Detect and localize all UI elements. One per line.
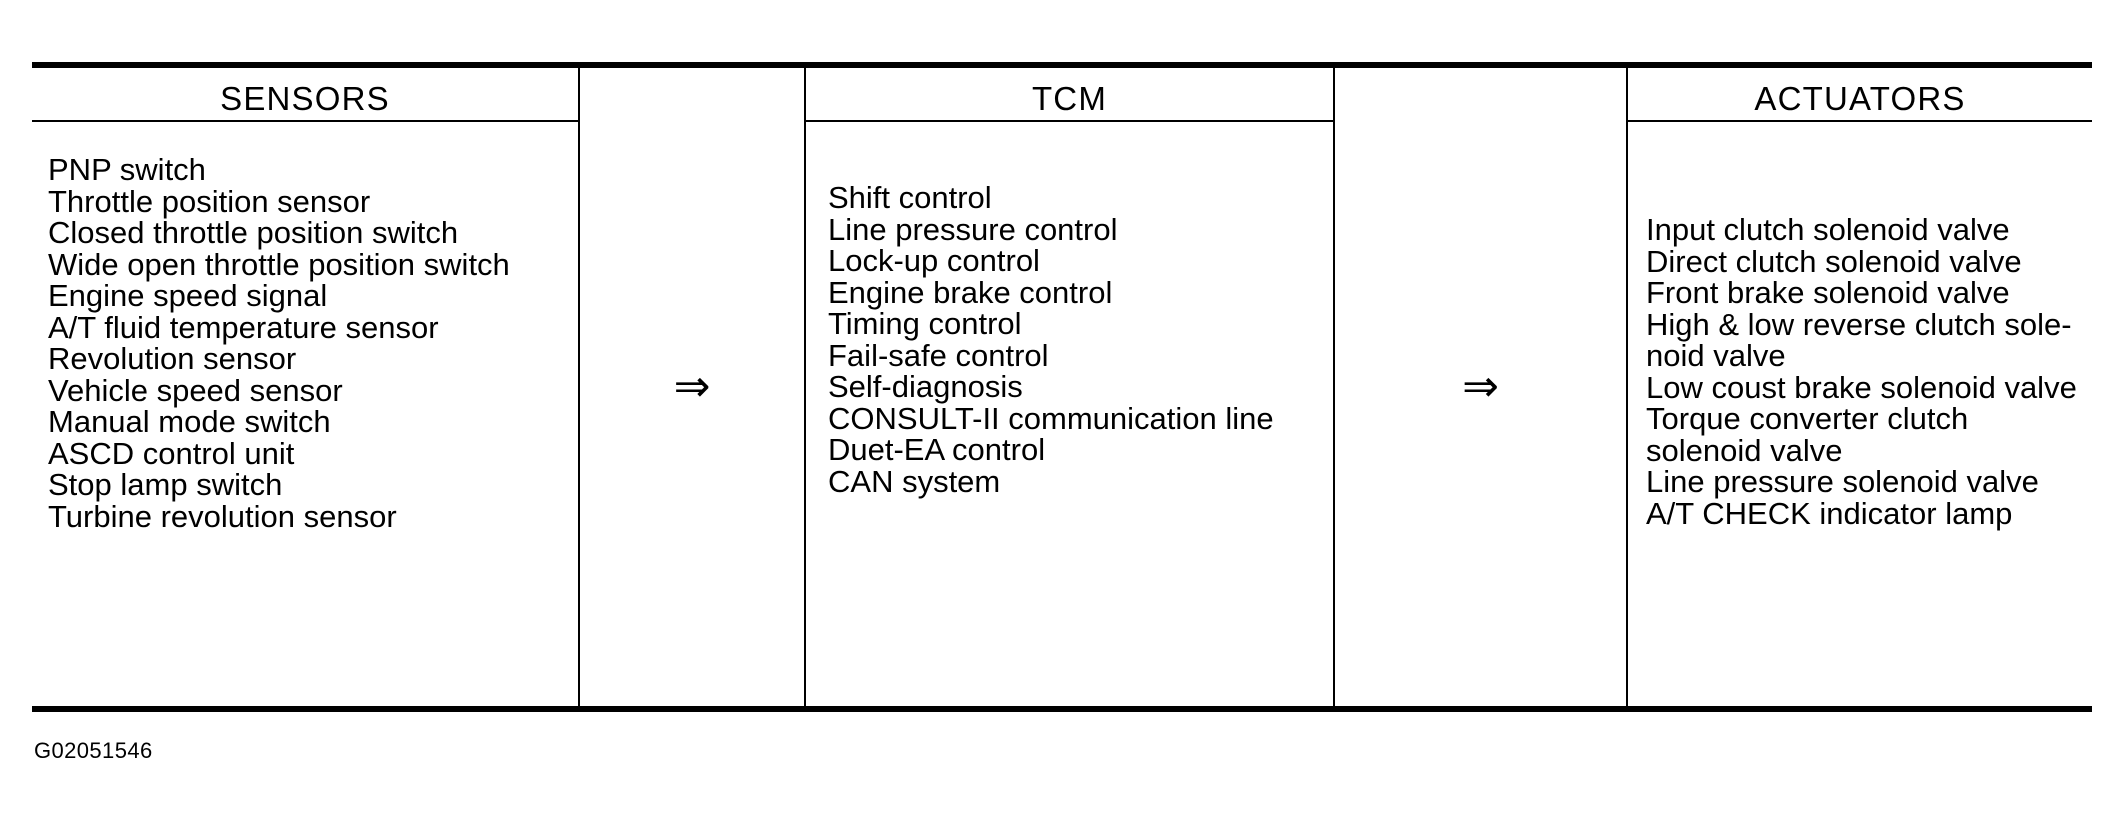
figure-caption: G02051546	[34, 738, 153, 763]
list-item: Fail-safe control	[828, 337, 1049, 373]
sensors-item-list: PNP switch Throttle position sensor Clos…	[32, 122, 578, 532]
list-item: PNP switch	[48, 152, 206, 187]
column-sensors: SENSORS PNP switch Throttle position sen…	[32, 68, 578, 706]
list-item: ASCD control unit	[48, 435, 295, 471]
list-item: Wide open throttle position switch	[48, 246, 510, 282]
flow-connector-sensors-to-tcm: ⇒	[580, 68, 804, 706]
list-item: Duet-EA control	[828, 432, 1046, 467]
table-bottom-border	[32, 706, 2092, 712]
flow-connector-tcm-to-actuators: ⇒	[1335, 68, 1626, 706]
arrow-cell-2: ⇒	[1335, 68, 1626, 706]
list-item: Input clutch solenoid valve	[1646, 212, 2010, 247]
list-item: CONSULT-II communication line	[828, 400, 1274, 436]
list-item: CAN system	[828, 463, 1001, 499]
list-item: Stop lamp switch	[48, 467, 283, 502]
table-top-border	[32, 62, 2092, 68]
list-item: Front brake solenoid valve	[1646, 275, 2010, 310]
list-item: A/T CHECK indicator lamp	[1646, 495, 2013, 531]
column-header-actuators: ACTUATORS	[1628, 68, 2092, 122]
list-item: Engine speed signal	[48, 278, 328, 313]
list-item: High & low reverse clutch sole-noid valv…	[1646, 306, 2072, 373]
list-item: Timing control	[828, 306, 1022, 341]
list-item: Revolution sensor	[48, 341, 297, 376]
list-item: Self-diagnosis	[828, 369, 1023, 404]
column-header-tcm: TCM	[806, 68, 1333, 122]
actuators-item-list: Input clutch solenoid valve Direct clutc…	[1628, 122, 2092, 529]
tcm-item-list: Shift control Line pressure control Lock…	[806, 122, 1333, 497]
list-item: Shift control	[828, 180, 992, 215]
list-item: Manual mode switch	[48, 404, 331, 439]
arrow-cell-1: ⇒	[580, 68, 804, 706]
column-header-tcm-label: TCM	[1031, 80, 1108, 117]
list-item: Vehicle speed sensor	[48, 372, 343, 408]
column-header-sensors: SENSORS	[32, 68, 578, 122]
list-item: Throttle position sensor	[48, 183, 371, 219]
rightwards-double-arrow-icon: ⇒	[673, 361, 711, 412]
list-item: Line pressure control	[828, 211, 1118, 247]
diagram-table-frame: SENSORS PNP switch Throttle position sen…	[32, 62, 2092, 712]
column-header-actuators-underline	[1628, 120, 2092, 122]
rightwards-double-arrow-icon: ⇒	[1462, 361, 1499, 412]
list-item: Direct clutch solenoid valve	[1646, 243, 2022, 279]
list-item: Turbine revolution sensor	[48, 498, 397, 534]
column-divider-3	[1333, 66, 1335, 708]
list-item: Low coust brake solenoid valve	[1646, 369, 2077, 405]
column-divider-1	[578, 66, 580, 708]
column-divider-4	[1626, 66, 1628, 708]
list-item: Engine brake control	[828, 274, 1113, 310]
column-actuators: ACTUATORS Input clutch solenoid valve Di…	[1628, 68, 2092, 706]
column-header-sensors-label: SENSORS	[220, 80, 390, 117]
list-item: A/T fluid temperature sensor	[48, 309, 439, 345]
column-tcm: TCM Shift control Line pressure control …	[806, 68, 1333, 706]
column-header-actuators-label: ACTUATORS	[1754, 80, 1966, 117]
list-item: Lock-up control	[828, 243, 1040, 278]
list-item: Torque converter clutch solenoid valve	[1646, 401, 1969, 468]
list-item: Closed throttle position switch	[48, 215, 459, 250]
column-header-tcm-underline	[806, 120, 1333, 122]
column-header-sensors-underline	[32, 120, 578, 122]
column-divider-2	[804, 66, 806, 708]
list-item: Line pressure solenoid valve	[1646, 464, 2039, 499]
